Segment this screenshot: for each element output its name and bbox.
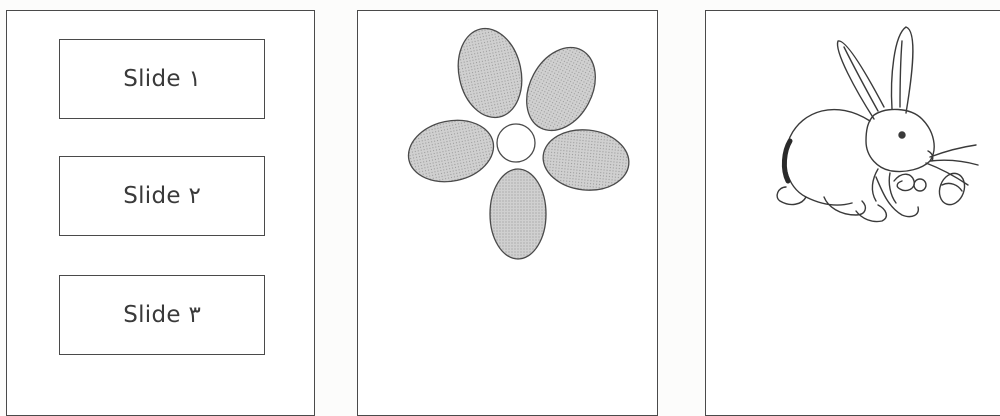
petal-bottom — [490, 169, 546, 259]
slide-list-panel: Slide ١ Slide ٢ Slide ٣ — [6, 10, 315, 416]
rabbit-ear-front — [892, 27, 913, 113]
petal-top-right — [513, 36, 609, 143]
slide-label-1: Slide ١ — [123, 66, 201, 92]
slide-label-3: Slide ٣ — [123, 302, 201, 328]
flower-slide-panel — [357, 10, 658, 416]
flower-illustration — [358, 11, 656, 413]
rabbit-illustration — [706, 11, 1000, 413]
rabbit-head — [866, 109, 934, 171]
slide-thumbnail-2[interactable]: Slide ٢ — [59, 156, 265, 236]
petal-left — [403, 113, 500, 190]
rabbit-eye — [899, 132, 905, 138]
petal-top — [450, 23, 529, 124]
rabbit-bow — [894, 174, 914, 190]
petal-right — [540, 126, 632, 195]
rabbit-body — [785, 110, 870, 205]
slide-thumbnail-3[interactable]: Slide ٣ — [59, 275, 265, 355]
slide-label-2: Slide ٢ — [123, 183, 201, 209]
flower-center — [497, 124, 535, 162]
slide-thumbnail-1[interactable]: Slide ١ — [59, 39, 265, 119]
rabbit-slide-panel — [705, 10, 1000, 416]
